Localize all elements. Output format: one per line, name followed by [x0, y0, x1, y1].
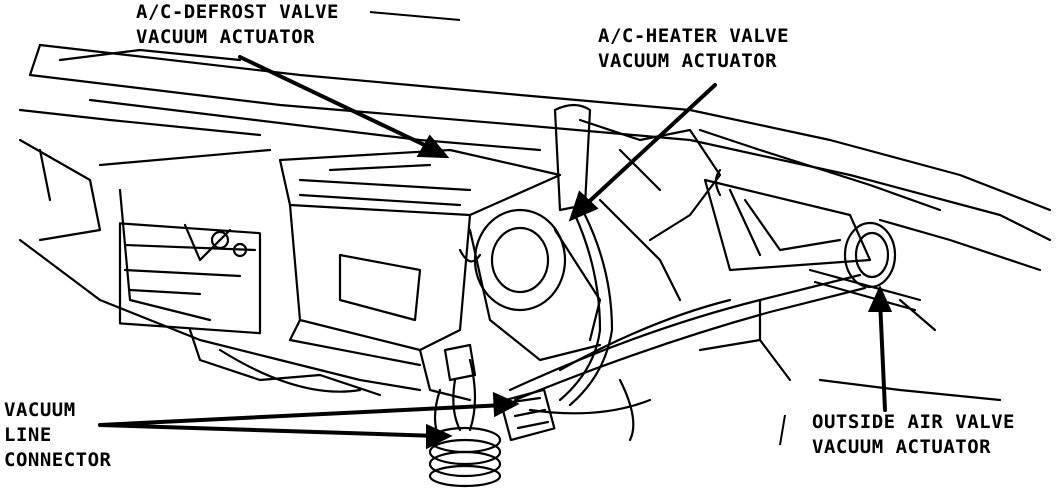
heater-arrow: [568, 83, 717, 222]
heater-label-line2: VACUUM ACTUATOR: [598, 50, 778, 72]
outside-air-actuator-label: OUTSIDE AIR VALVE VACUUM ACTUATOR: [812, 410, 1015, 460]
control-head: [118, 222, 262, 335]
blower-housing: [458, 208, 602, 362]
vacuum-label-line1: VACUUM: [4, 399, 76, 421]
heater-label-line1: A/C-HEATER VALVE: [598, 25, 790, 47]
heater-case: [278, 148, 562, 402]
left-dash-panel: [18, 138, 422, 397]
outside-air-valve-assembly: [698, 168, 1042, 402]
vacuum-line-connector-label: VACUUM LINE CONNECTOR: [4, 398, 111, 473]
outside-air-arrow: [867, 285, 893, 412]
outside-air-label-line1: OUTSIDE AIR VALVE: [812, 411, 1015, 433]
vacuum-hoses: [508, 213, 867, 442]
defrost-actuator-label: A/C-DEFROST VALVE VACUUM ACTUATOR: [136, 0, 339, 50]
vacuum-label-line3: CONNECTOR: [4, 449, 112, 471]
vacuum-label-line2: LINE: [4, 424, 52, 446]
defrost-label-line1: A/C-DEFROST VALVE: [136, 1, 339, 23]
heater-actuator-housing: [553, 103, 722, 302]
outside-air-label-bracket: [779, 414, 786, 446]
defrost-arrow: [238, 55, 450, 159]
vacuum-connector-arrows: [98, 391, 520, 450]
outside-air-label-line2: VACUUM ACTUATOR: [812, 436, 992, 458]
dashboard-top: [18, 43, 1052, 242]
vacuum-line-connector-assembly: [428, 343, 556, 488]
defrost-label-line2: VACUUM ACTUATOR: [136, 26, 316, 48]
defrost-label-rule: [369, 11, 461, 21]
heater-actuator-label: A/C-HEATER VALVE VACUUM ACTUATOR: [598, 24, 789, 74]
